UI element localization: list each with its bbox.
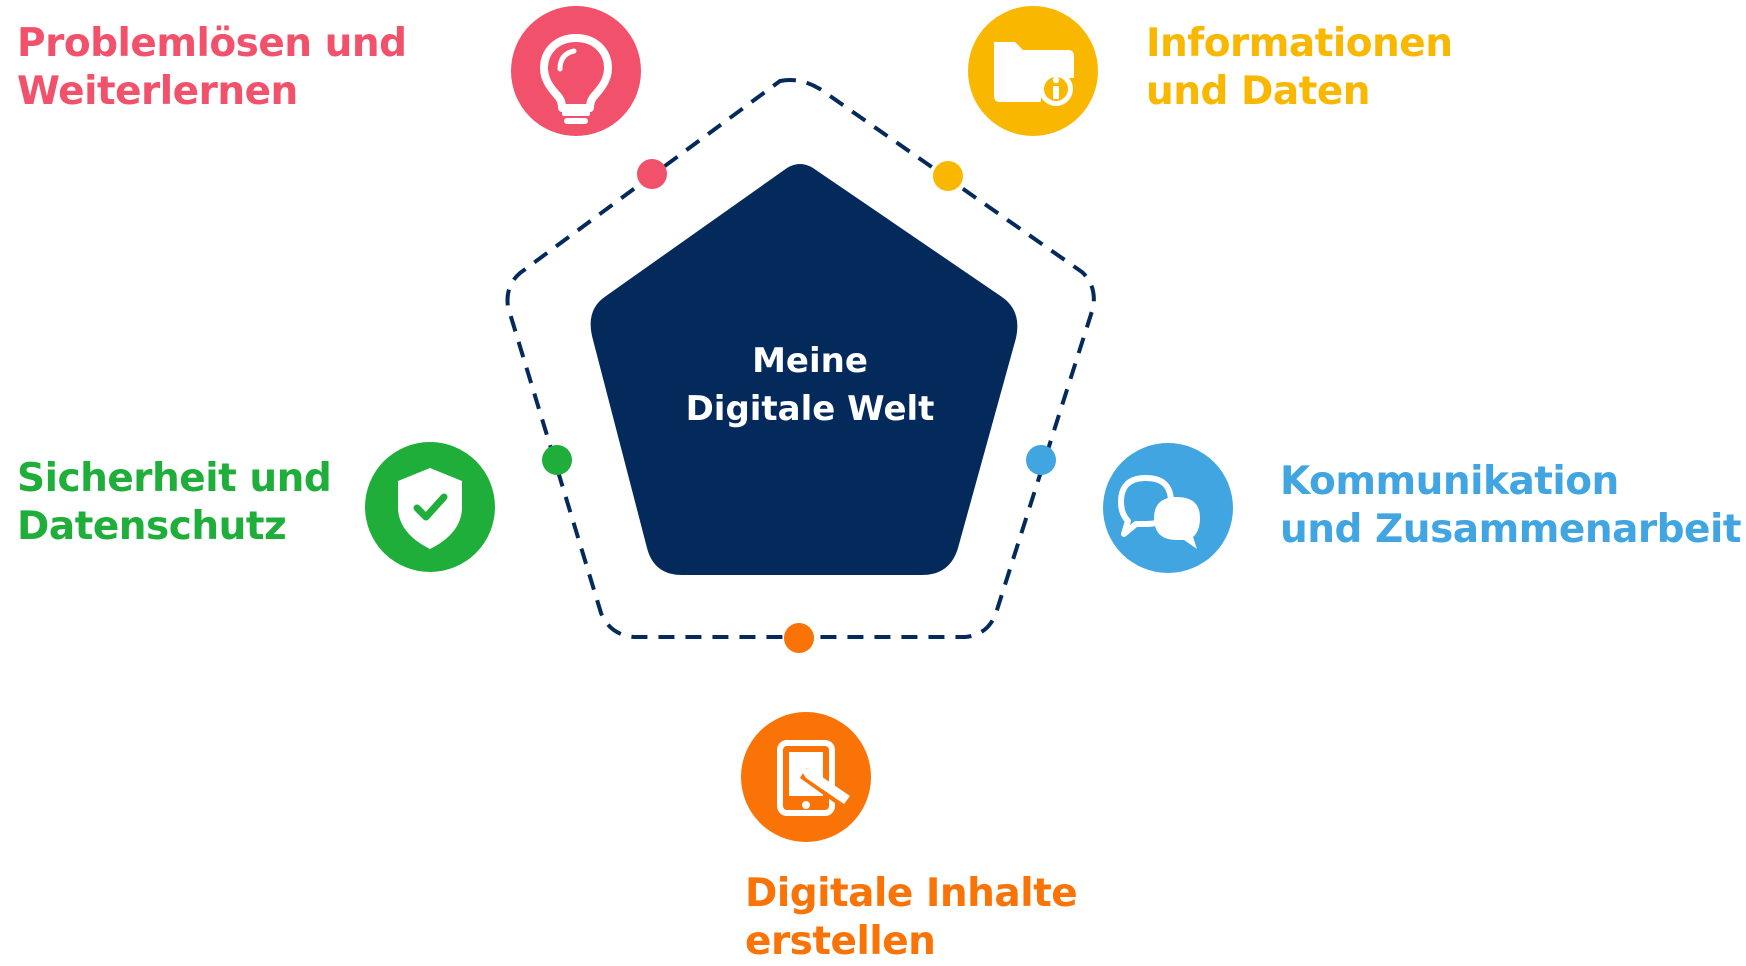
dot-problem	[637, 159, 667, 189]
label-info-line1: Informationen	[1146, 21, 1453, 66]
label-information-data: Informationen und Daten	[1146, 20, 1453, 116]
label-create-line1: Digitale Inhalte	[745, 871, 1078, 916]
chat-bubbles-icon	[1103, 443, 1233, 573]
dot-security	[542, 445, 572, 475]
center-title: Meine Digitale Welt	[610, 337, 1010, 433]
outer-dashed-pentagon	[505, 78, 1096, 639]
label-communication: Kommunikation und Zusammenarbeit	[1280, 458, 1742, 554]
shield-check-icon	[365, 442, 495, 572]
dot-comm	[1026, 445, 1056, 475]
label-problem-solving: Problemlösen und Weiterlernen	[17, 20, 407, 116]
dot-info	[933, 161, 963, 191]
folder-info-icon	[968, 6, 1098, 136]
center-pentagon	[590, 164, 1018, 575]
label-create-line2: erstellen	[745, 919, 936, 964]
lightbulb-icon	[511, 6, 641, 136]
label-security-privacy: Sicherheit und Datenschutz	[17, 455, 332, 551]
label-security-line1: Sicherheit und	[17, 456, 332, 501]
label-problem-line1: Problemlösen und	[17, 21, 407, 66]
label-create-content: Digitale Inhalte erstellen	[745, 870, 1078, 966]
center-title-line2: Digitale Welt	[685, 389, 935, 429]
label-security-line2: Datenschutz	[17, 504, 287, 549]
label-info-line2: und Daten	[1146, 69, 1371, 114]
center-title-line1: Meine	[752, 341, 868, 381]
dot-create	[784, 623, 814, 653]
label-problem-line2: Weiterlernen	[17, 69, 298, 114]
label-comm-line1: Kommunikation	[1280, 459, 1619, 504]
tablet-pen-icon	[741, 712, 871, 842]
label-comm-line2: und Zusammenarbeit	[1280, 507, 1742, 552]
